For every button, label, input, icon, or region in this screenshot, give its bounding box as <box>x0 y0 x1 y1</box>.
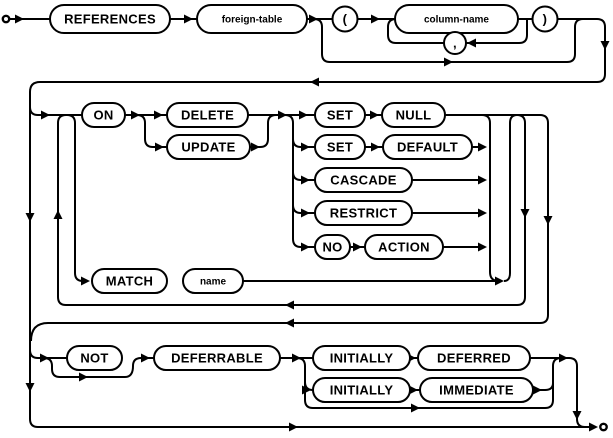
node-open-paren-label: ( <box>343 12 348 27</box>
node-default: DEFAULT <box>382 134 473 160</box>
node-restrict-label: RESTRICT <box>330 206 397 221</box>
node-on-box <box>81 102 126 128</box>
node-update: UPDATE <box>166 134 251 160</box>
node-default-box <box>382 134 473 160</box>
node-references-label: REFERENCES <box>64 12 156 27</box>
end-terminal-icon <box>599 422 608 432</box>
node-delete-box <box>166 102 249 128</box>
node-name-label: name <box>200 277 227 288</box>
node-initially-deferred-initially: INITIALLY <box>312 345 411 371</box>
node-comma: , <box>443 31 467 55</box>
node-action: ACTION <box>364 234 444 260</box>
node-set-null-set-box <box>314 102 366 128</box>
node-foreign-table-label: foreign-table <box>222 15 283 26</box>
node-immediate-box <box>419 377 534 403</box>
node-match-label: MATCH <box>106 274 153 289</box>
track-left-spine <box>29 92 82 428</box>
node-set-default-set: SET <box>314 134 366 160</box>
node-no: NO <box>314 234 351 260</box>
node-initially-deferred-initially-label: INITIALLY <box>330 351 394 366</box>
node-not-label: NOT <box>80 351 108 366</box>
node-deferrable-label: DEFERRABLE <box>171 351 263 366</box>
node-cascade-label: CASCADE <box>330 173 396 188</box>
node-action-label: ACTION <box>378 240 430 255</box>
node-no-label: NO <box>322 240 342 255</box>
node-initially-immediate-initially-box <box>312 377 411 403</box>
node-immediate-label: IMMEDIATE <box>439 383 514 398</box>
node-close-paren-circle <box>531 5 559 33</box>
node-name: name <box>182 268 244 294</box>
node-close-paren-label: ) <box>543 12 548 27</box>
node-null: NULL <box>381 102 446 128</box>
node-on-label: ON <box>93 108 113 123</box>
node-cascade: CASCADE <box>314 167 413 193</box>
node-update-box <box>166 134 251 160</box>
node-delete: DELETE <box>166 102 249 128</box>
node-null-label: NULL <box>396 108 432 123</box>
node-set-default-set-box <box>314 134 366 160</box>
node-on: ON <box>81 102 126 128</box>
node-null-box <box>381 102 446 128</box>
node-column-name: column-name <box>394 4 519 34</box>
node-set-default-set-label: SET <box>327 140 353 155</box>
node-deferred: DEFERRED <box>417 345 531 371</box>
node-not-box <box>66 345 123 371</box>
node-action-box <box>364 234 444 260</box>
node-initially-immediate-initially-label: INITIALLY <box>330 383 394 398</box>
node-set-null-set-label: SET <box>327 108 353 123</box>
node-close-paren: ) <box>531 5 559 33</box>
node-deferrable-box <box>153 345 281 371</box>
node-match-box <box>91 268 168 294</box>
node-set-null-set: SET <box>314 102 366 128</box>
node-column-name-label: column-name <box>424 15 489 26</box>
node-references: REFERENCES <box>49 4 171 34</box>
node-initially-immediate-initially: INITIALLY <box>312 377 411 403</box>
node-update-label: UPDATE <box>181 140 235 155</box>
node-initially-deferred-initially-box <box>312 345 411 371</box>
node-comma-label: , <box>453 36 457 51</box>
node-name-box <box>182 268 244 294</box>
node-immediate: IMMEDIATE <box>419 377 534 403</box>
node-not: NOT <box>66 345 123 371</box>
node-foreign-table: foreign-table <box>196 4 308 34</box>
node-restrict-box <box>314 200 413 226</box>
node-cascade-box <box>314 167 413 193</box>
start-terminal-icon <box>1 14 11 24</box>
node-comma-circle <box>443 31 467 55</box>
node-deferred-label: DEFERRED <box>437 351 511 366</box>
node-deferrable: DEFERRABLE <box>153 345 281 371</box>
node-deferred-box <box>417 345 531 371</box>
node-references-box <box>49 4 171 34</box>
node-restrict: RESTRICT <box>314 200 413 226</box>
node-default-label: DEFAULT <box>397 140 458 155</box>
node-match: MATCH <box>91 268 168 294</box>
node-open-paren: ( <box>331 5 359 33</box>
node-foreign-table-box <box>196 4 308 34</box>
node-no-box <box>314 234 351 260</box>
node-open-paren-circle <box>331 5 359 33</box>
node-delete-label: DELETE <box>181 108 234 123</box>
